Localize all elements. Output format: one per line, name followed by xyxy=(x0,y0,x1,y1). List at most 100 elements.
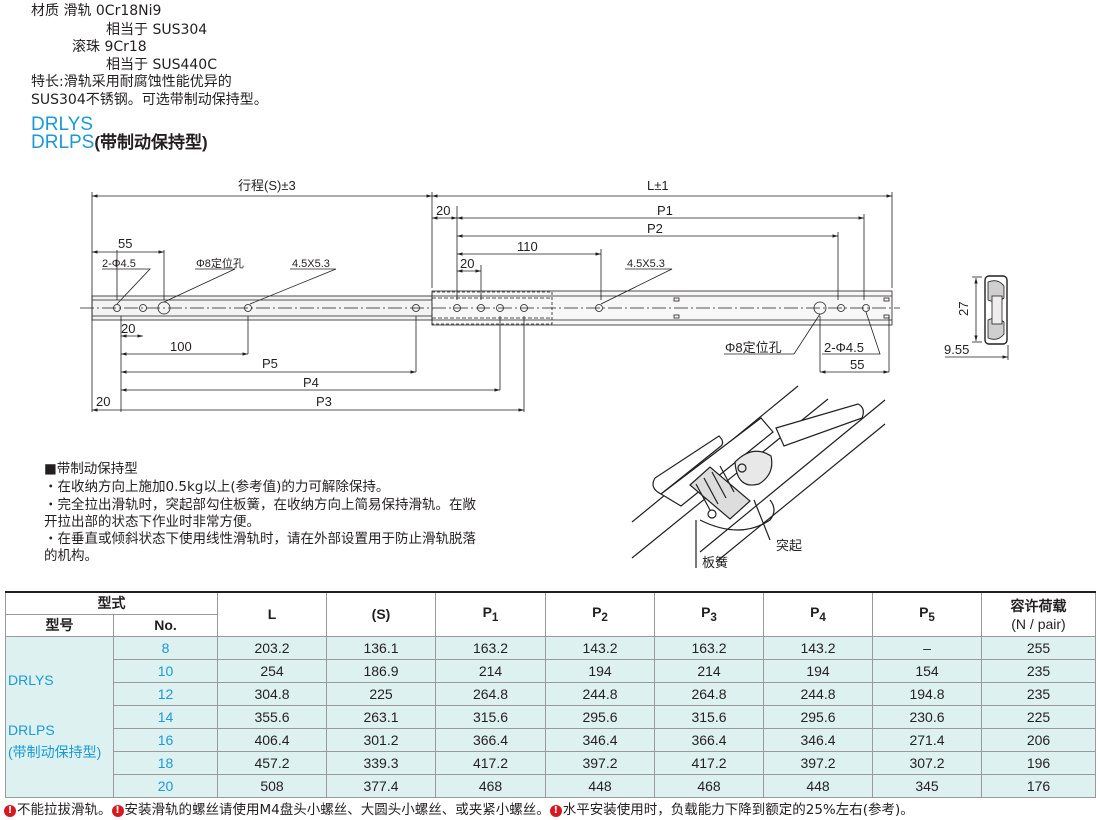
cell-p3: 468 xyxy=(654,773,764,798)
type-drlps-sub: (带制动保持型) xyxy=(8,743,102,760)
header-p2: P2 xyxy=(545,591,655,637)
cell-load: 235 xyxy=(981,681,1096,706)
cell-p4: 448 xyxy=(763,773,873,798)
cell-p4: 295.6 xyxy=(763,704,873,729)
cell-load: 235 xyxy=(981,658,1096,683)
header-l: L xyxy=(217,591,327,637)
cell-no: 12 xyxy=(113,681,218,706)
cell-p4: 244.8 xyxy=(763,681,873,706)
cell-p5: 271.4 xyxy=(872,727,982,752)
header-p5: P5 xyxy=(872,591,982,637)
label-spring: 板簧 xyxy=(702,555,728,570)
table-row: 18 457.2 339.3 417.2 397.2 417.2 397.2 3… xyxy=(6,750,1096,775)
warning-icon: ! xyxy=(111,805,124,817)
cell-p5: 194.8 xyxy=(872,681,982,706)
material-line-1: 材质 滑轨 0Cr18Ni9 xyxy=(31,3,162,19)
cell-p2: 448 xyxy=(545,773,655,798)
note-3: 水平安装使用时，负载能力下降到额定的25%左右(参考)。 xyxy=(562,802,914,818)
dim-20-holes: 20 xyxy=(121,321,135,336)
cell-load: 225 xyxy=(981,704,1096,729)
feature-summary-2: SUS304不锈钢。可选带制动保持型。 xyxy=(31,92,268,108)
cell-p4: 143.2 xyxy=(763,635,873,660)
feature-bullet-3-cont: 的机构。 xyxy=(44,548,98,564)
cell-p2: 244.8 xyxy=(545,681,655,706)
cell-no: 14 xyxy=(113,704,218,729)
cell-s: 301.2 xyxy=(326,727,436,752)
material-line-4: 相当于 SUS440C xyxy=(106,57,217,73)
dim-width-955: 9.55 xyxy=(944,342,969,357)
type-drlys: DRLYS xyxy=(8,671,54,688)
dim-height-27: 27 xyxy=(956,302,971,316)
feature-bullet-2-cont: 开拉出部的状态下作业时非常方便。 xyxy=(44,514,260,530)
cell-s: 263.1 xyxy=(326,704,436,729)
dim-length: L±1 xyxy=(647,178,669,193)
cell-l: 304.8 xyxy=(217,681,327,706)
table-row: 12 304.8 225 264.8 244.8 264.8 244.8 194… xyxy=(6,681,1096,706)
label-protrusion: 突起 xyxy=(776,538,802,553)
dim-20-top: 20 xyxy=(436,203,450,218)
cell-load: 176 xyxy=(981,773,1096,798)
note-1: 不能拉拔滑轨。 xyxy=(17,802,112,818)
header-p1: P1 xyxy=(435,591,546,637)
slot-spec-left: 4.5X5.3 xyxy=(292,258,330,270)
dim-p5: P5 xyxy=(262,356,278,371)
cell-p3: 264.8 xyxy=(654,681,764,706)
cell-l: 406.4 xyxy=(217,727,327,752)
cell-no: 16 xyxy=(113,727,218,752)
cell-p5: 154 xyxy=(872,658,982,683)
table-row: 16 406.4 301.2 366.4 346.4 366.4 346.4 2… xyxy=(6,727,1096,752)
cell-p3: 163.2 xyxy=(654,635,764,660)
cell-load: 255 xyxy=(981,635,1096,660)
cell-load: 196 xyxy=(981,750,1096,775)
cell-l: 508 xyxy=(217,773,327,798)
cell-p1: 366.4 xyxy=(435,727,546,752)
cell-no: 10 xyxy=(113,658,218,683)
positioning-hole-label-right: Φ8定位孔 xyxy=(725,340,782,355)
cell-p2: 397.2 xyxy=(545,750,655,775)
cell-s: 225 xyxy=(326,681,436,706)
dim-stroke: 行程(S)±3 xyxy=(238,178,296,193)
cell-s: 377.4 xyxy=(326,773,436,798)
cell-l: 355.6 xyxy=(217,704,327,729)
cell-p2: 346.4 xyxy=(545,727,655,752)
warning-icon: ! xyxy=(549,805,562,817)
header-p3: P3 xyxy=(654,591,764,637)
cell-p1: 264.8 xyxy=(435,681,546,706)
header-load: 容许荷载(N / pair) xyxy=(981,591,1096,637)
dim-p2: P2 xyxy=(647,221,663,236)
cell-no: 18 xyxy=(113,750,218,775)
footer-notes: !不能拉拔滑轨。!安装滑轨的螺丝请使用M4盘头小螺丝、大圆头小螺丝、或夹紧小螺丝… xyxy=(4,798,914,818)
cell-no: 8 xyxy=(113,635,218,660)
cell-l: 203.2 xyxy=(217,635,327,660)
header-model: 型号 xyxy=(5,613,114,637)
model-title-drlps: DRLPS(带制动保持型) xyxy=(31,133,208,152)
spec-table: 型式 L (S) P1 P2 P3 P4 P5 容许荷载(N / pair) 型… xyxy=(5,591,1096,798)
cell-load: 206 xyxy=(981,727,1096,752)
cell-p3: 214 xyxy=(654,658,764,683)
cell-p1: 417.2 xyxy=(435,750,546,775)
header-type: 型式 xyxy=(5,591,218,615)
slot-spec-right: 4.5X5.3 xyxy=(627,258,665,270)
cell-p1: 163.2 xyxy=(435,635,546,660)
cell-l: 457.2 xyxy=(217,750,327,775)
header-p4: P4 xyxy=(763,591,873,637)
technical-drawing: 行程(S)±3 L±1 20 P1 P2 110 55 20 2-Φ4.5 Φ8… xyxy=(80,178,1009,570)
cell-no: 20 xyxy=(113,773,218,798)
cell-p5: 307.2 xyxy=(872,750,982,775)
feature-title: ■带制动保持型 xyxy=(44,461,138,477)
material-line-2: 相当于 SUS304 xyxy=(106,22,208,38)
dim-20-cage: 20 xyxy=(460,256,474,271)
cell-l: 254 xyxy=(217,658,327,683)
cell-s: 136.1 xyxy=(326,635,436,660)
material-line-3: 滚珠 9Cr18 xyxy=(72,39,147,55)
type-cell: DRLYS DRLPS (带制动保持型) xyxy=(5,635,114,798)
cell-p2: 194 xyxy=(545,658,655,683)
header-no: No. xyxy=(113,613,218,637)
cell-p1: 315.6 xyxy=(435,704,546,729)
note-2: 安装滑轨的螺丝请使用M4盘头小螺丝、大圆头小螺丝、或夹紧小螺丝。 xyxy=(124,802,550,818)
dim-55-left: 55 xyxy=(118,236,132,251)
table-row: 10 254 186.9 214 194 214 194 154 235 xyxy=(6,658,1096,683)
feature-bullet-2: ・完全拉出滑轨时，突起部勾住板簧，在收纳方向上简易保持滑轨。在敞 xyxy=(44,497,476,513)
warning-icon: ! xyxy=(4,805,16,817)
dim-20-bottom: 20 xyxy=(96,394,110,409)
